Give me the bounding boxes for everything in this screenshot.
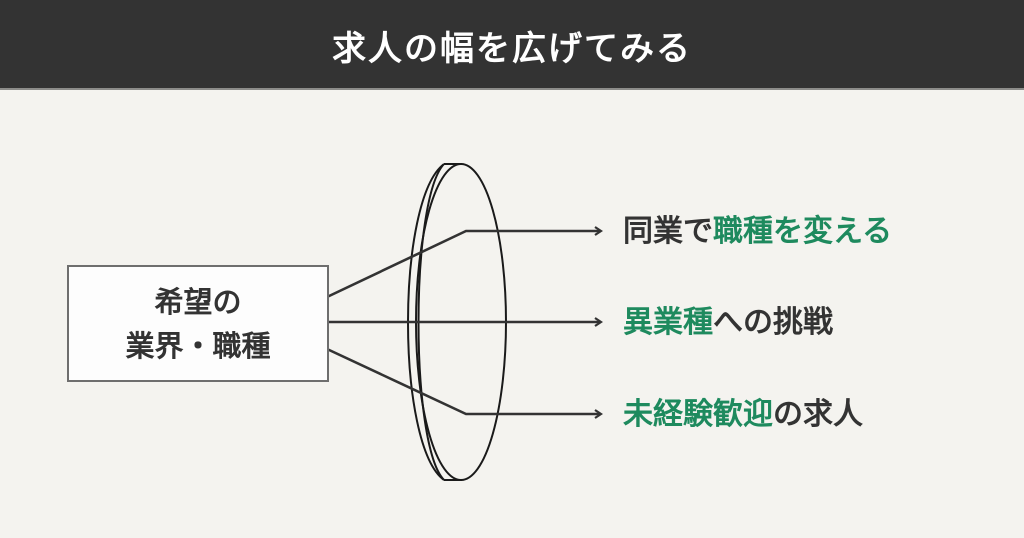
header-bar: 求人の幅を広げてみる <box>0 0 1024 90</box>
target-1-plain: 同業で <box>623 214 713 249</box>
target-3-accent: 未経験歓迎 <box>623 397 773 432</box>
target-label-same-industry: 同業で職種を変える <box>623 214 892 250</box>
target-3-plain-after: の求人 <box>773 397 863 432</box>
target-label-different-industry: 異業種への挑戦 <box>623 305 833 341</box>
connector-bottom <box>326 347 603 419</box>
target-label-inexperienced-ok: 未経験歓迎の求人 <box>623 397 863 433</box>
source-line-2: 業界・職種 <box>125 328 271 363</box>
source-box: 希望の 業界・職種 <box>67 265 329 382</box>
page-title: 求人の幅を広げてみる <box>332 28 692 69</box>
target-1-accent: 職種を変える <box>713 214 893 249</box>
target-2-plain-after: への挑戦 <box>713 305 833 340</box>
source-line-1: 希望の <box>154 284 242 319</box>
connector-lines <box>326 226 603 419</box>
connector-top <box>326 226 603 299</box>
target-2-accent: 異業種 <box>623 305 713 340</box>
